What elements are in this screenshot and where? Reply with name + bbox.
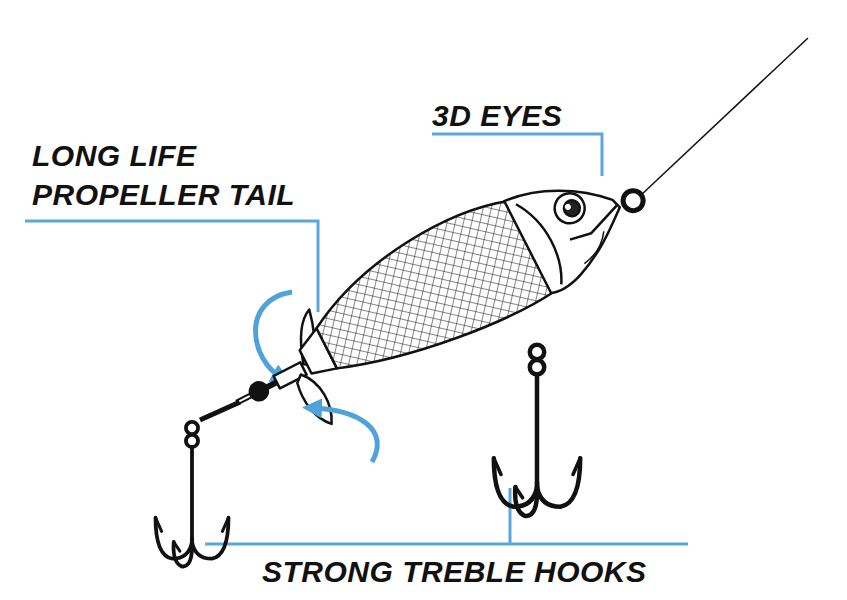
callout-label: LONG LIFE PROPELLER TAIL	[32, 136, 332, 214]
callout-label: 3D EYES	[432, 96, 672, 135]
belly-hook	[494, 345, 580, 516]
callout-label: STRONG TREBLE HOOKS	[262, 552, 732, 591]
rotation-arrow	[256, 292, 293, 378]
leader-lines	[25, 134, 688, 544]
tail-hook	[156, 402, 240, 566]
fishing-line	[640, 38, 808, 196]
rotation-arrow	[312, 408, 377, 462]
